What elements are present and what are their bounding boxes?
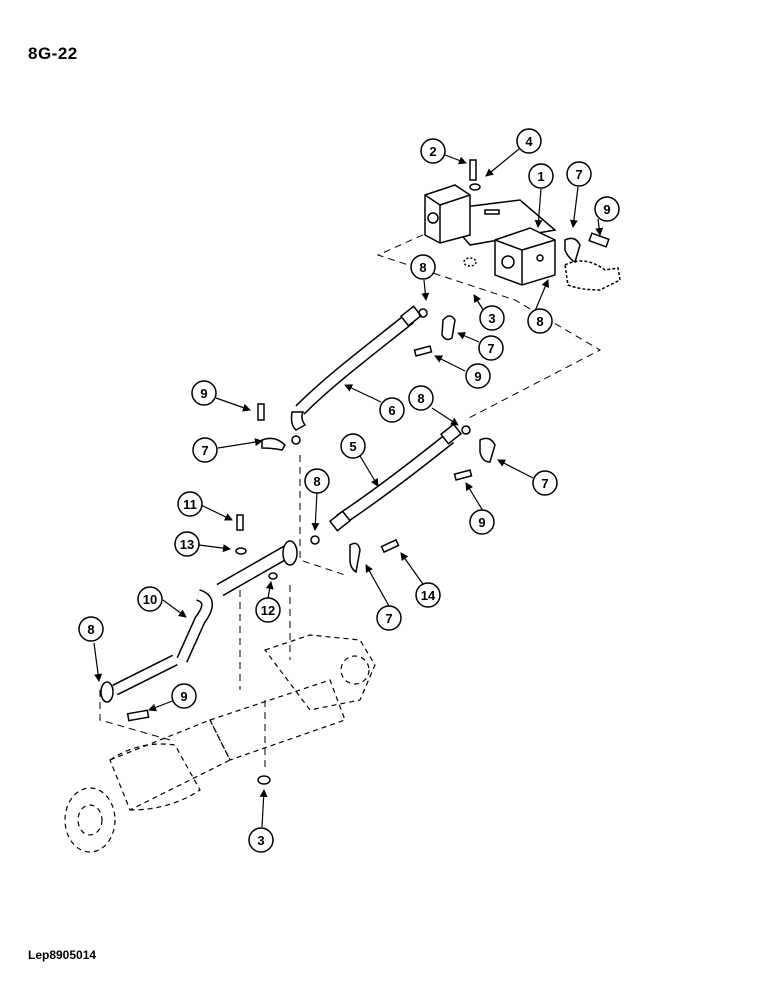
callout-label: 9 <box>200 386 207 401</box>
callout-label: 11 <box>183 497 197 512</box>
callout-label: 3 <box>257 833 264 848</box>
callout-bubble: 8 <box>408 385 434 411</box>
hose-5 <box>310 423 471 545</box>
callout-bubble: 2 <box>420 138 446 164</box>
callout-bubble: 10 <box>137 586 163 612</box>
callout-label: 10 <box>143 592 157 607</box>
clamps-and-bolts <box>126 315 496 785</box>
callout-label: 12 <box>261 603 275 618</box>
callout-bubble: 7 <box>376 605 402 631</box>
callout-label: 14 <box>421 588 436 603</box>
figure-reference: Lep8905014 <box>28 948 97 962</box>
callout-label: 1 <box>537 169 544 184</box>
callout-bubble: 5 <box>340 433 366 459</box>
callout-bubble: 9 <box>469 509 495 535</box>
callout-label: 8 <box>313 474 320 489</box>
callout-label: 9 <box>180 689 187 704</box>
callout-bubble: 4 <box>516 128 542 154</box>
callout-bubble: 14 <box>415 582 441 608</box>
valve-block-assembly <box>424 159 621 291</box>
callout-bubble: 7 <box>532 470 558 496</box>
callout-label: 2 <box>429 144 436 159</box>
callout-label: 8 <box>536 314 543 329</box>
callout-bubble: 7 <box>478 335 504 361</box>
callout-label: 8 <box>419 260 426 275</box>
hose-6 <box>290 305 428 445</box>
callout-label: 9 <box>478 515 485 530</box>
callout-label: 4 <box>525 134 533 149</box>
callout-bubble: 8 <box>304 468 330 494</box>
callout-label: 9 <box>603 202 610 217</box>
callout-bubble: 9 <box>171 683 197 709</box>
callout-label: 7 <box>385 611 392 626</box>
callout-bubble: 8 <box>410 254 436 280</box>
callout-label: 8 <box>87 622 94 637</box>
callout-bubble: 3 <box>248 827 274 853</box>
callout-bubble: 13 <box>174 531 200 557</box>
leader-arrows <box>93 148 604 828</box>
callout-label: 5 <box>349 439 356 454</box>
callout-label: 7 <box>487 341 494 356</box>
callout-bubble: 3 <box>479 305 505 331</box>
tube-10-and-manifold <box>100 540 298 703</box>
callout-label: 7 <box>575 167 582 182</box>
assembly-dashed-lines <box>99 224 602 770</box>
callout-bubble: 9 <box>594 196 620 222</box>
page-number: 8G-22 <box>28 44 78 63</box>
callout-bubble: 9 <box>465 363 491 389</box>
callout-label: 7 <box>201 443 208 458</box>
callout-label: 9 <box>474 369 481 384</box>
hydraulic-cylinder <box>64 634 376 853</box>
callout-bubble: 8 <box>527 308 553 334</box>
callout-bubble: 11 <box>177 491 203 517</box>
callout-bubble: 7 <box>192 437 218 463</box>
callout-bubble: 7 <box>566 161 592 187</box>
callout-bubble: 12 <box>255 597 281 623</box>
callout-label: 13 <box>180 537 194 552</box>
callout-bubble: 6 <box>379 397 405 423</box>
callout-label: 3 <box>488 311 495 326</box>
callout-bubble: 1 <box>528 163 554 189</box>
callout-label: 7 <box>541 476 548 491</box>
callout-bubble: 9 <box>191 380 217 406</box>
callout-label: 8 <box>417 391 424 406</box>
callout-label: 6 <box>388 403 395 418</box>
callout-bubble: 8 <box>78 616 104 642</box>
